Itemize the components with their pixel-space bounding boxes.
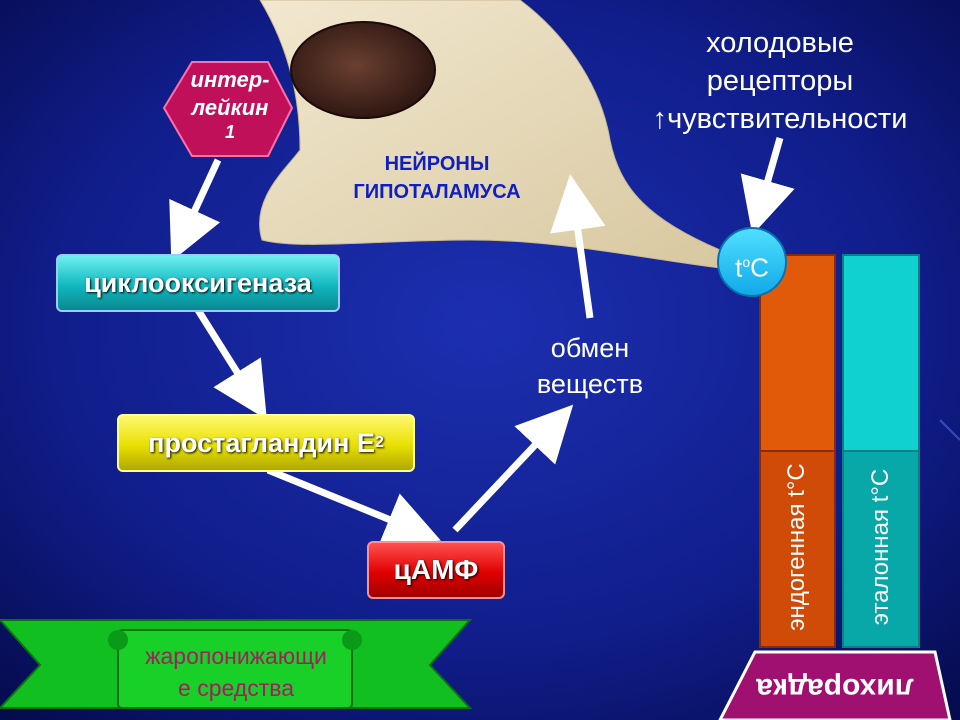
metabolism-line2: веществ [536,369,644,399]
interleukin-hexagon [162,61,294,157]
cyclooxygenase-label: циклооксигеназа [84,267,312,298]
fever-label: лихорадка [756,672,914,705]
neurons-line2: ГИПОТАЛАМУСА [353,181,521,203]
cold-receptors-line2: рецепторы [706,65,854,97]
camp-label: цАМФ [393,554,479,585]
endogenous-label: эндогенная t°C [783,463,810,631]
antipyretics-label: жаропонижающи е средства [120,640,352,704]
reference-bar-bottom [842,450,920,648]
arrow-interleukin-to-cox [169,158,222,262]
temperature-circle [717,227,787,297]
neurons-line1: НЕЙРОНЫ [384,153,490,175]
arrow-cox-to-pg [195,308,267,420]
cyclooxygenase-box: циклооксигеназа [56,254,340,312]
prostaglandin-subscript: 2 [374,434,384,451]
interleukin-line1: интер- [190,67,270,92]
neuron-nucleus [290,21,436,119]
temp-degree: o [742,254,751,270]
antipyretics-line1: жаропонижающи [145,643,327,669]
interleukin-line2: лейкин [191,95,269,120]
endogenous-bar-bottom [759,450,836,648]
arrow-metabolism-to-neurons [550,174,606,319]
temp-unit: C [750,252,769,283]
camp-box: цАМФ [367,541,505,599]
antipyretics-line2: е средства [178,675,294,701]
cold-receptors-line1: холодовые [706,27,854,59]
arrow-receptors-to-temp [740,137,795,235]
metabolism-line1: обмен [550,333,630,363]
temperature-circle-label: toC [718,244,786,286]
interleukin-label: интер- лейкин 1 [180,66,280,142]
metabolism-label: обмен веществ [520,330,660,402]
reference-label: эталонная t°C [867,468,894,626]
fever-box [718,650,952,720]
interleukin-line3: 1 [224,122,235,142]
arrow-camp-to-metabolism [452,404,574,533]
cold-receptors-line3: ↑чувствительности [652,103,908,135]
neurons-label: НЕЙРОНЫ ГИПОТАЛАМУСА [318,150,556,206]
prostaglandin-label: простагландин Е [148,427,375,458]
antipyretics-banner-front [117,629,353,709]
cold-receptors-label: холодовые рецепторы ↑чувствительности [620,24,940,138]
temp-base: t [735,252,743,283]
arrow-pg-to-camp [266,466,441,546]
